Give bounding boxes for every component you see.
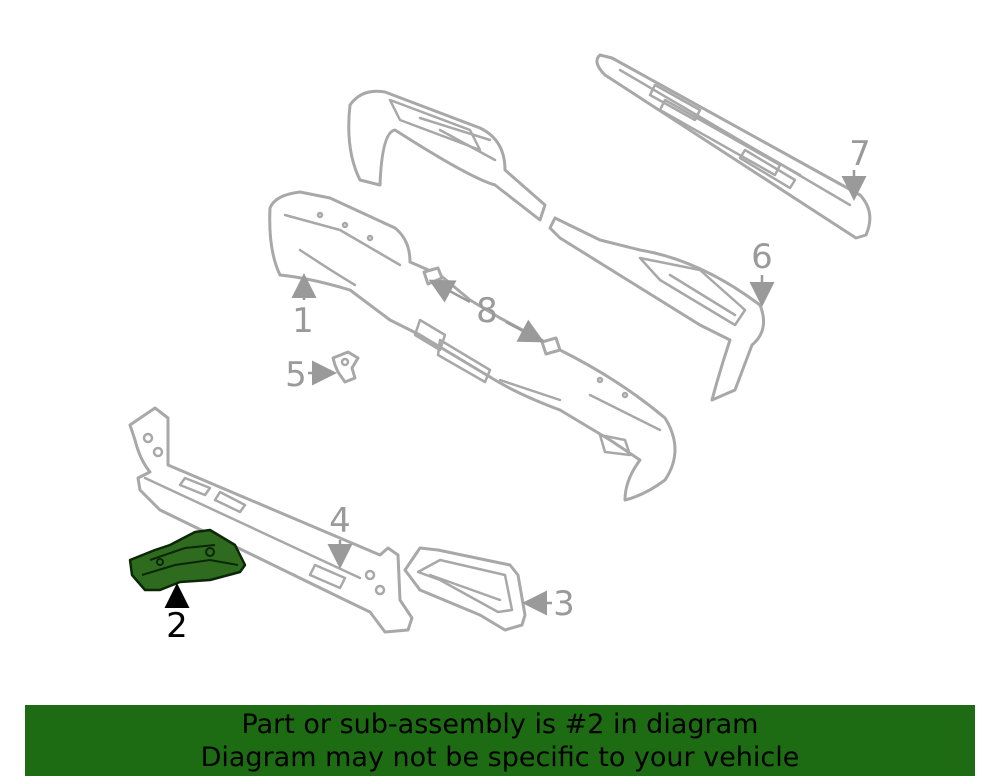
part-8-bolts[interactable] bbox=[422, 266, 562, 356]
callout-label-2: 2 bbox=[166, 606, 188, 646]
parts-diagram: 1 2 3 4 5 6 7 8 bbox=[128, 53, 872, 646]
callout-arrows bbox=[164, 170, 867, 616]
part-1-bumper-face-bar[interactable] bbox=[268, 190, 677, 502]
callout-label-8: 8 bbox=[476, 291, 498, 331]
callout-label-4: 4 bbox=[329, 501, 351, 541]
notice-banner: Part or sub-assembly is #2 in diagram Di… bbox=[25, 705, 975, 776]
part-3-bracket[interactable] bbox=[403, 546, 527, 632]
callout-label-3: 3 bbox=[553, 584, 575, 624]
part-5-clip[interactable] bbox=[331, 350, 360, 384]
banner-line-2: Diagram may not be specific to your vehi… bbox=[200, 742, 800, 773]
callout-label-7: 7 bbox=[849, 134, 871, 174]
callout-label-6: 6 bbox=[751, 237, 773, 277]
part-7-step-pad[interactable] bbox=[595, 53, 872, 240]
banner-line-1: Part or sub-assembly is #2 in diagram bbox=[241, 709, 759, 740]
callout-label-5: 5 bbox=[285, 355, 307, 395]
part-2-bracket-highlighted[interactable] bbox=[128, 528, 247, 592]
callout-label-1: 1 bbox=[292, 301, 314, 341]
part-6-step-pad[interactable] bbox=[347, 89, 766, 402]
part-4-reinforcement-bar[interactable] bbox=[128, 406, 414, 634]
